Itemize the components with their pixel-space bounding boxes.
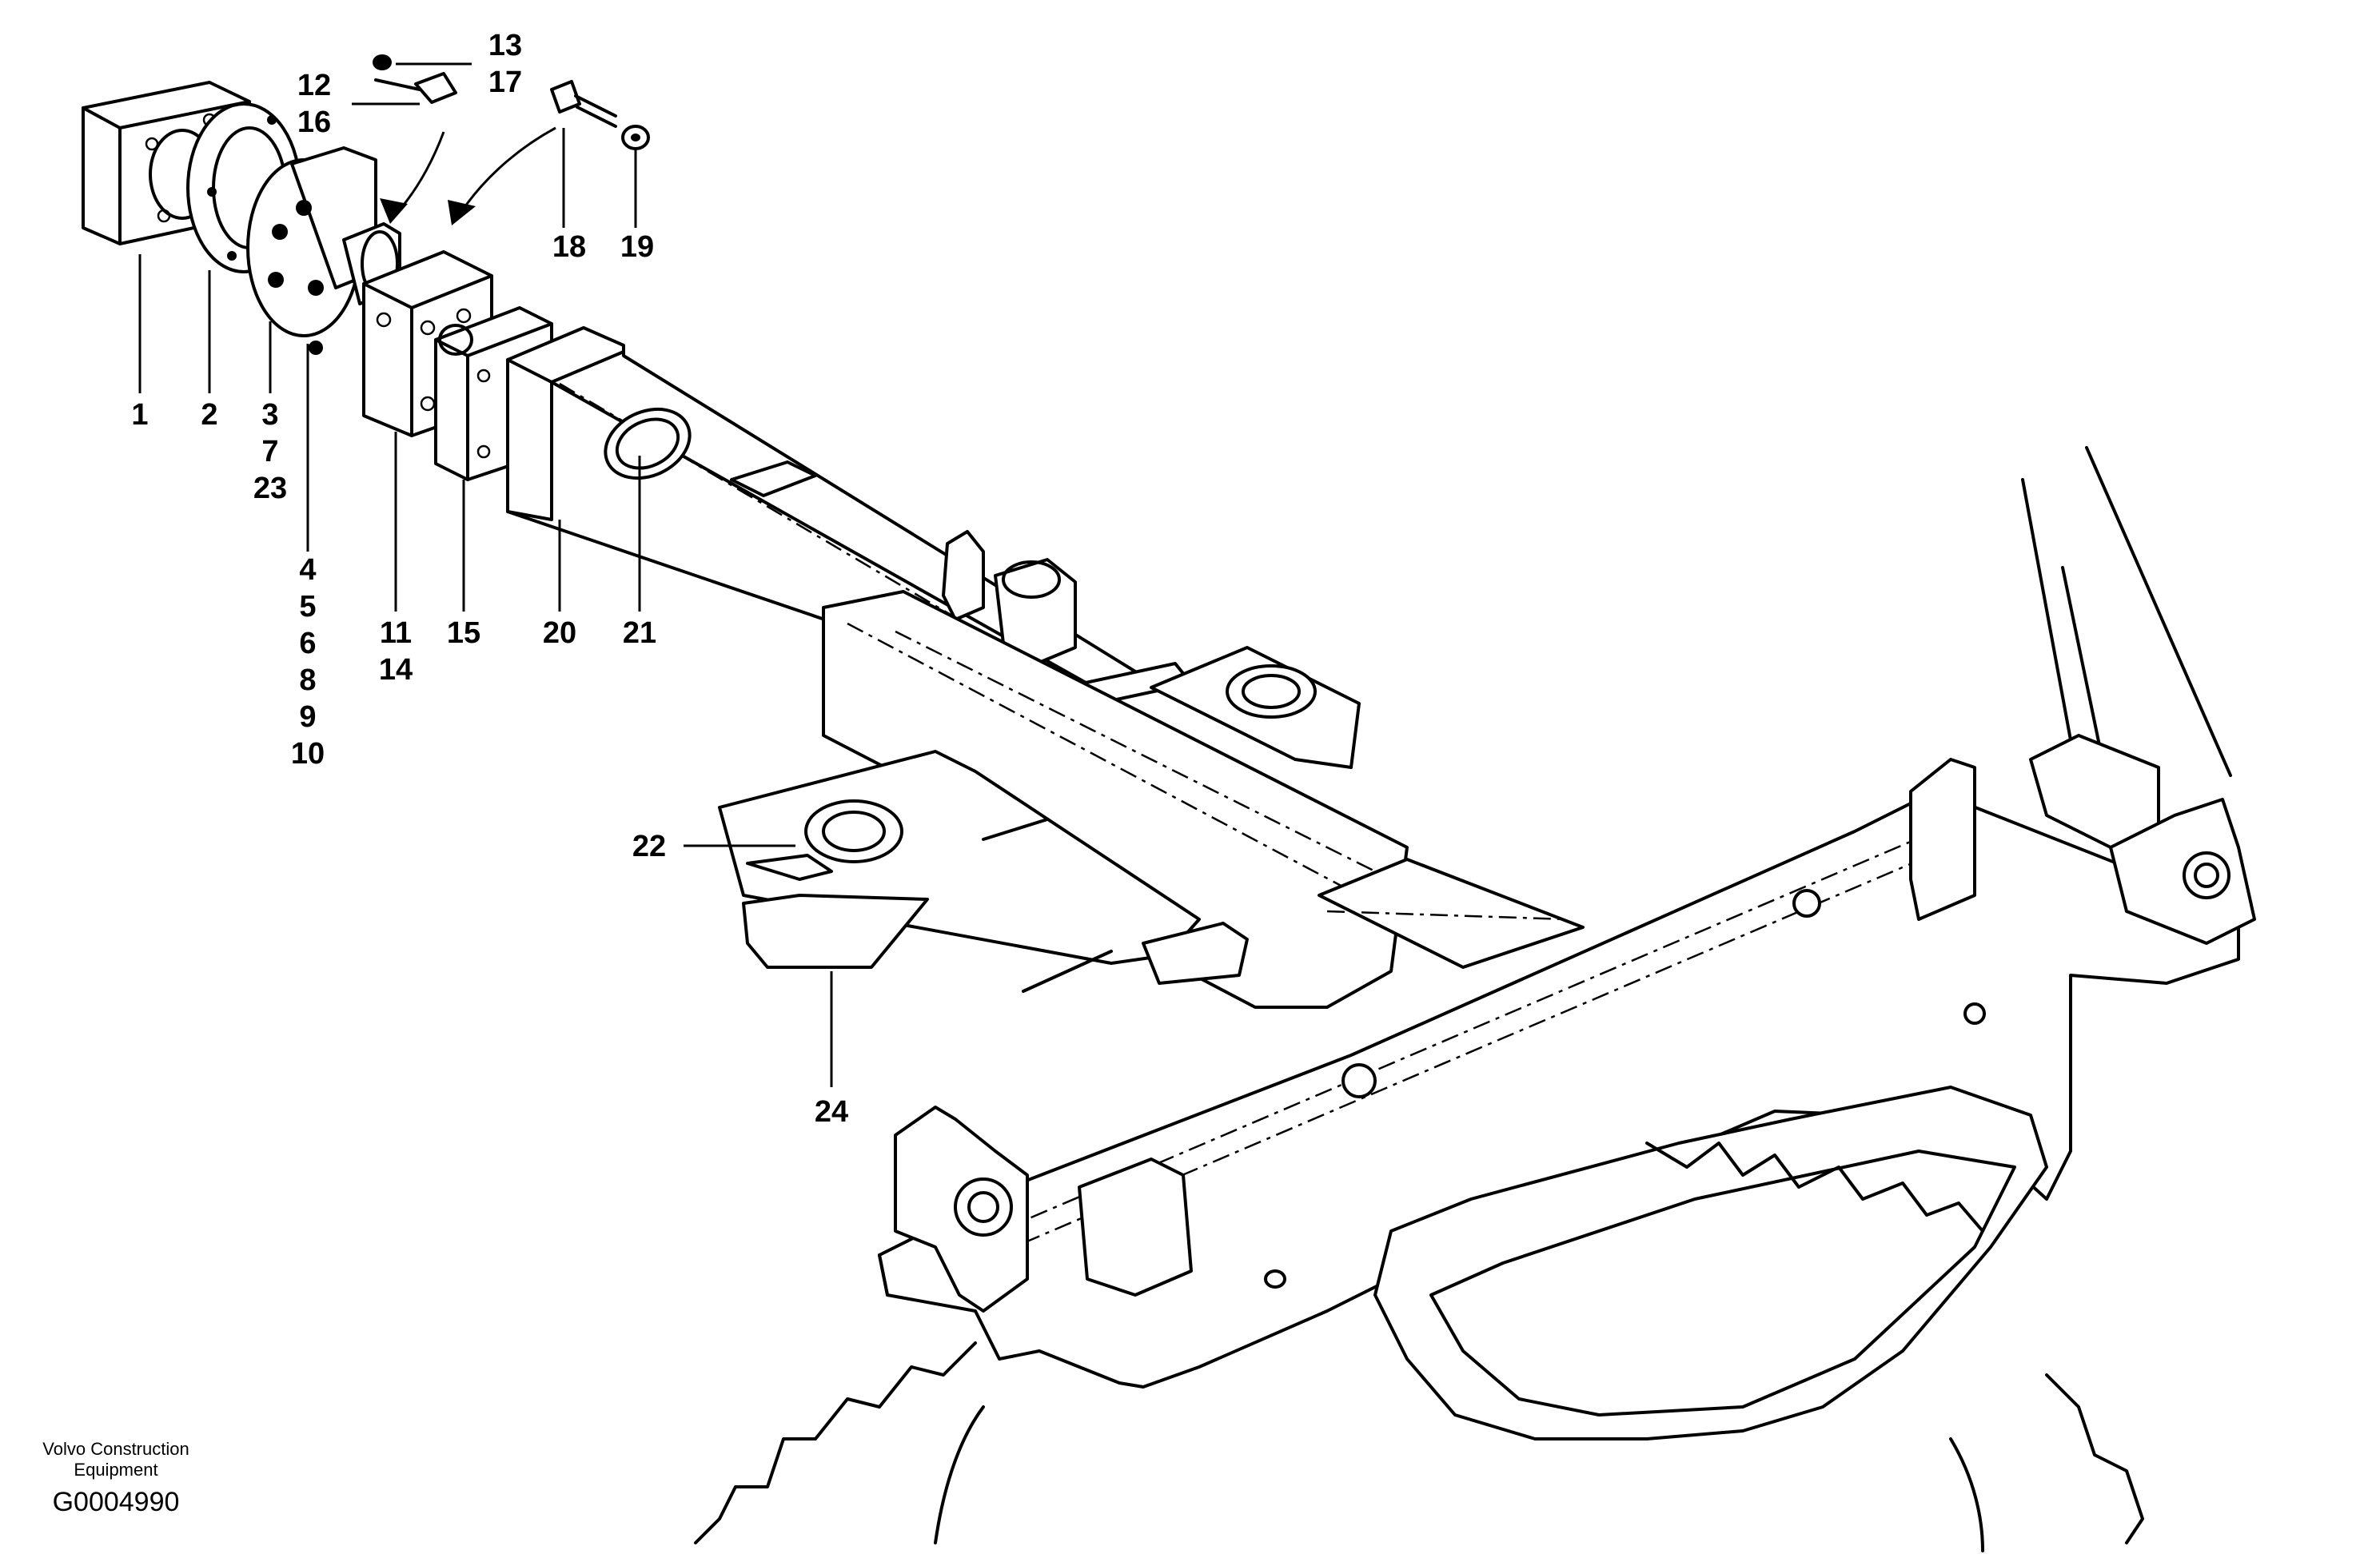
- callout-6: 6: [299, 627, 317, 660]
- sub-frame: [718, 590, 1585, 1009]
- callout-19: 19: [620, 230, 655, 264]
- publisher-credit: Volvo Construction Equipment: [32, 1439, 200, 1480]
- assembly-arrows: [380, 126, 556, 225]
- callout-23: 23: [253, 472, 288, 505]
- callout-21: 21: [622, 616, 657, 650]
- callout-1: 1: [131, 398, 149, 432]
- part-3-flange-shaft: [246, 146, 401, 355]
- callout-17: 17: [488, 66, 523, 99]
- callout-16: 16: [297, 106, 332, 139]
- callout-13: 13: [488, 29, 523, 62]
- callout-3: 3: [261, 398, 279, 432]
- left-pivot-bracket: [894, 1106, 1193, 1313]
- callout-20: 20: [542, 616, 577, 650]
- callout-10: 10: [290, 737, 325, 771]
- callout-9: 9: [299, 700, 317, 734]
- callout-12: 12: [297, 69, 332, 102]
- figure-code: G0004990: [52, 1487, 180, 1517]
- main-frame: [878, 790, 2240, 1440]
- callout-24: 24: [814, 1095, 849, 1129]
- callout-4: 4: [299, 553, 317, 587]
- callout-22: 22: [632, 830, 667, 863]
- callout-14: 14: [378, 653, 413, 687]
- leader-lines: [138, 62, 833, 1087]
- right-pivot-bracket: [1909, 446, 2256, 945]
- callout-11: 11: [379, 616, 413, 650]
- credit-line-2: Equipment: [74, 1460, 158, 1480]
- callout-7: 7: [261, 435, 279, 468]
- callout-18: 18: [552, 230, 587, 264]
- callout-2: 2: [201, 398, 218, 432]
- callout-8: 8: [299, 663, 317, 697]
- credit-line-1: Volvo Construction: [42, 1439, 189, 1459]
- callout-5: 5: [299, 590, 317, 624]
- tracks: [694, 1341, 2144, 1552]
- bolts-and-nuts: [373, 54, 650, 150]
- callout-15: 15: [446, 616, 481, 650]
